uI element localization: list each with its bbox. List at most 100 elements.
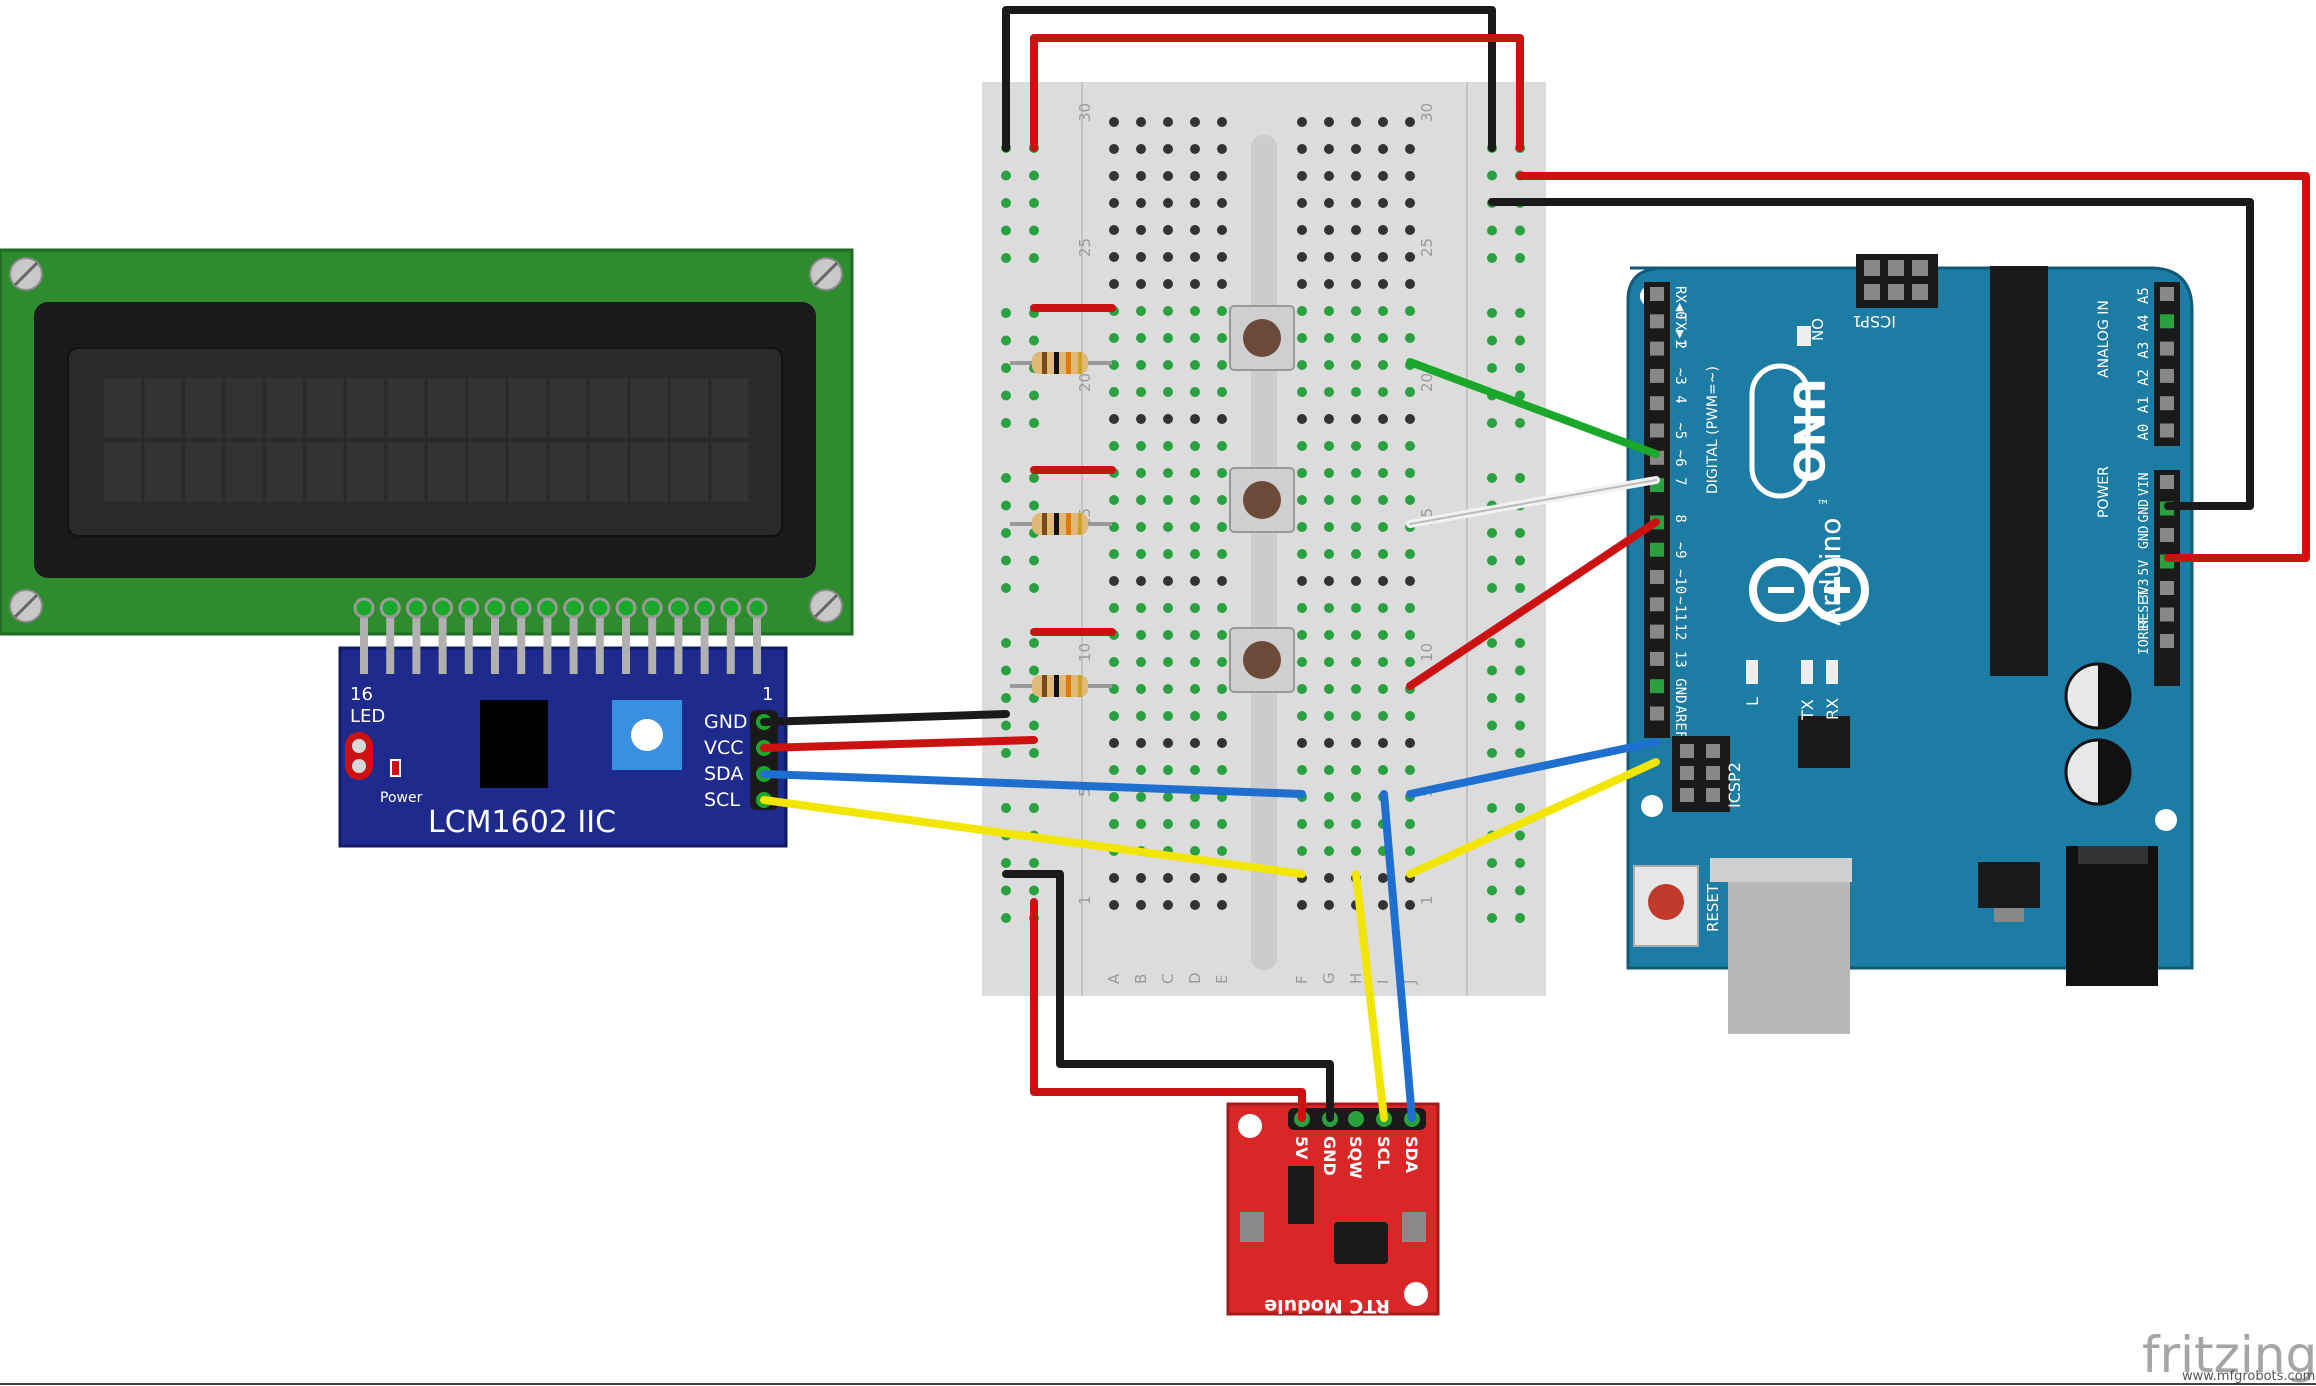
rail-hole (1001, 253, 1011, 263)
digital-pin (1650, 287, 1664, 301)
breadboard-hole (1190, 117, 1200, 127)
breadboard-hole (1378, 549, 1388, 559)
rail-hole (1001, 665, 1011, 676)
header-pin-top (353, 597, 375, 619)
icsp-pin1-label: 1 (1852, 312, 1862, 330)
breadboard-hole (1163, 738, 1173, 748)
breadboard-hole (1190, 522, 1200, 532)
column-label: D (1186, 972, 1204, 984)
breadboard-hole (1163, 333, 1173, 343)
breadboard-hole (1351, 414, 1361, 424)
breadboard-hole (1297, 171, 1307, 181)
breadboard-hole (1297, 819, 1307, 829)
breadboard-hole (1217, 495, 1227, 505)
rail-hole (1001, 583, 1011, 593)
rail-hole (1515, 308, 1525, 318)
reset-button (1633, 865, 1699, 947)
breadboard-hole (1136, 360, 1146, 370)
breadboard-hole (1190, 495, 1200, 505)
breadboard-hole (1351, 306, 1361, 316)
digital-pin-label: ~9 (1672, 542, 1688, 559)
digital-pin (1650, 341, 1664, 356)
breadboard-hole (1163, 684, 1173, 694)
lcd-char-cell (306, 442, 344, 502)
header-pin-top (641, 597, 663, 619)
arduino-brand-label: Arduino (1814, 518, 1847, 626)
breadboard-hole (1405, 144, 1415, 154)
rail-hole (1487, 335, 1497, 346)
power-label: Power (380, 790, 423, 806)
breadboard-hole (1405, 630, 1415, 640)
breadboard-hole (1109, 333, 1119, 343)
analog-pin-label: A1 (2136, 396, 2152, 413)
header-pin-top (589, 597, 611, 619)
breadboard-hole (1378, 900, 1388, 910)
power-jack (2066, 846, 2158, 986)
breadboard-hole (1324, 900, 1334, 910)
push-button (1229, 467, 1295, 533)
analog-pin (2160, 287, 2174, 301)
header-pin (438, 604, 447, 674)
digital-pin-label: ~5 (1672, 423, 1688, 440)
rail-hole (1029, 253, 1039, 263)
header-pin-top (615, 597, 637, 619)
breadboard-hole (1163, 792, 1173, 802)
lcd-char-cell (144, 442, 182, 502)
lcd-char-cell (225, 442, 263, 502)
header-pin-top (746, 597, 768, 619)
breadboard-hole (1217, 171, 1227, 181)
breadboard-hole (1351, 225, 1361, 235)
breadboard-hole (1190, 846, 1200, 856)
analog-header-label: ANALOG IN (2096, 300, 2112, 378)
breadboard-hole (1109, 657, 1119, 667)
rail-hole (1515, 803, 1525, 813)
wire-red (1030, 898, 1306, 1122)
breadboard-hole (1351, 711, 1361, 721)
breadboard-hole (1405, 441, 1415, 451)
rail-hole (1001, 198, 1011, 208)
breadboard-hole (1163, 387, 1173, 397)
rail-hole (1029, 885, 1039, 896)
breadboard-hole (1109, 576, 1119, 586)
lcd-char-cell (468, 378, 506, 438)
breadboard-hole (1351, 117, 1361, 127)
rail-hole (1487, 528, 1497, 538)
breadboard-hole (1190, 279, 1200, 289)
header-pin-top (667, 597, 689, 619)
breadboard-hole (1351, 279, 1361, 289)
row-number-label: 10 (1418, 643, 1436, 662)
breadboard-hole (1297, 468, 1307, 478)
wire-black (1002, 6, 1496, 152)
breadboard-hole (1324, 630, 1334, 640)
row-number-label: 30 (1076, 103, 1094, 122)
rail-hole (1029, 335, 1039, 346)
breadboard-hole (1109, 900, 1119, 910)
rail-hole (1001, 473, 1011, 483)
breadboard-hole (1297, 900, 1307, 910)
breadboard-hole (1297, 576, 1307, 586)
digital-pin-label: 13 (1672, 651, 1688, 668)
rail-hole (1487, 665, 1497, 676)
breadboard-hole (1324, 765, 1334, 775)
rail-hole (1029, 198, 1039, 208)
breadboard-hole (1297, 279, 1307, 289)
arduino-logo-icon (1749, 558, 1869, 622)
breadboard-hole (1163, 657, 1173, 667)
digital-pin (1650, 542, 1664, 557)
breadboard-hole (1163, 198, 1173, 208)
digital-pin (1650, 651, 1664, 666)
rail-hole (1487, 253, 1497, 263)
lcd-i2c-module: 16 1 LED Power LCM1602 IIC GND VCC SDA S… (338, 597, 788, 848)
header-pin-top (405, 597, 427, 619)
rail-hole (1001, 913, 1011, 923)
header-pin-top (379, 597, 401, 619)
breadboard-hole (1136, 252, 1146, 262)
breadboard-hole (1378, 873, 1388, 883)
rail-hole (1029, 803, 1039, 813)
breadboard-hole (1217, 441, 1227, 451)
lcd-char-cell (266, 442, 303, 502)
